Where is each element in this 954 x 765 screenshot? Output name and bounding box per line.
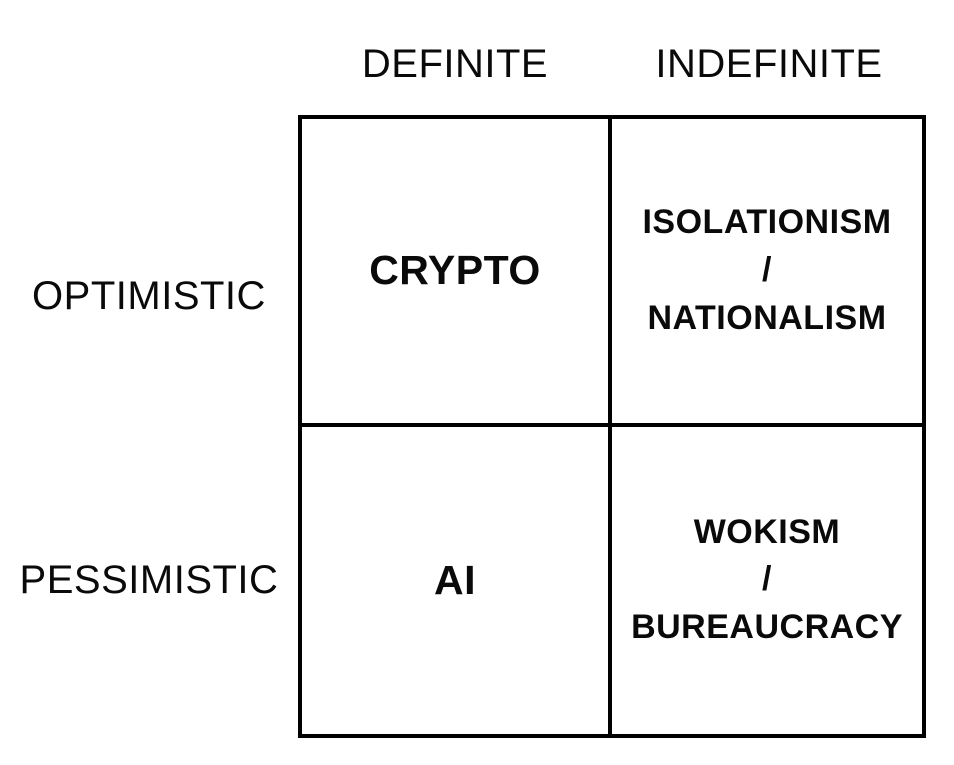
cell-label-line: ISOLATIONISM bbox=[642, 203, 892, 242]
cell-label-line: / bbox=[762, 560, 772, 599]
cell-label-line: / bbox=[762, 250, 772, 289]
cell-pessimistic-indefinite: WOKISM / BUREAUCRACY bbox=[612, 427, 922, 735]
column-header-indefinite: INDEFINITE bbox=[655, 42, 883, 86]
cell-label-wokism-bureaucracy: WOKISM / BUREAUCRACY bbox=[631, 509, 903, 652]
cell-label-line: BUREAUCRACY bbox=[631, 608, 903, 647]
column-header-definite: DEFINITE bbox=[361, 42, 549, 86]
row-header-optimistic: OPTIMISTIC bbox=[32, 274, 266, 318]
cell-label-line: WOKISM bbox=[693, 512, 841, 551]
cell-label-ai: AI bbox=[434, 556, 476, 603]
matrix-grid: CRYPTO ISOLATIONISM / NATIONALISM AI WOK… bbox=[298, 115, 926, 738]
cell-optimistic-definite: CRYPTO bbox=[302, 119, 612, 427]
cell-optimistic-indefinite: ISOLATIONISM / NATIONALISM bbox=[612, 119, 922, 427]
row-header-pessimistic: PESSIMISTIC bbox=[19, 558, 279, 602]
cell-label-isolationism-nationalism: ISOLATIONISM / NATIONALISM bbox=[642, 199, 891, 342]
cell-label-line: NATIONALISM bbox=[647, 298, 887, 337]
cell-label-crypto: CRYPTO bbox=[369, 247, 541, 294]
cell-pessimistic-definite: AI bbox=[302, 426, 612, 734]
